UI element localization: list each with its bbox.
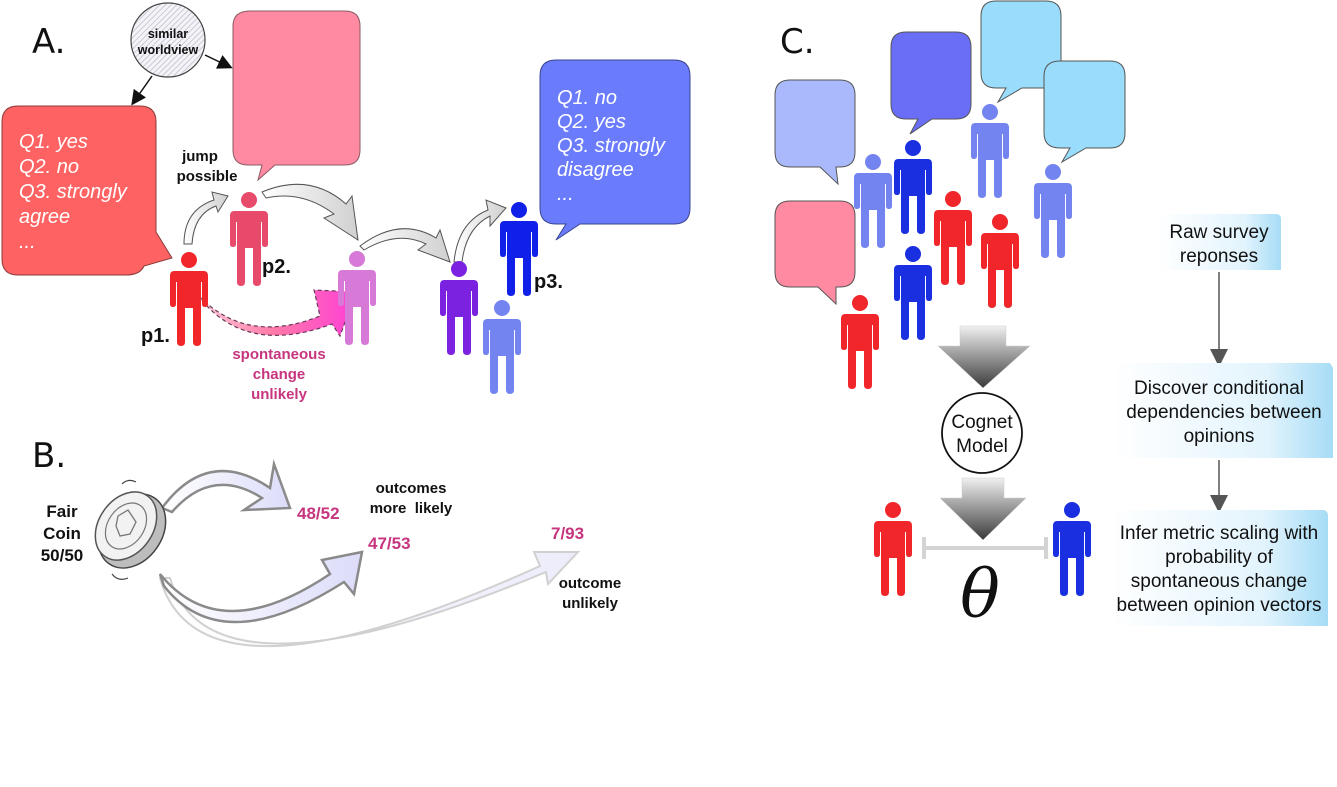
theta-symbol: θ: [960, 556, 1000, 633]
crowd-person-1: [854, 154, 892, 248]
step3-line-4: between opinion vectors: [1117, 595, 1322, 616]
speech-bubble-p3: Q1. no Q2. yes Q3. strongly disagree ...: [539, 59, 691, 241]
coin-line-2: Coin: [43, 524, 81, 543]
bubble-p1-line-5: ...: [19, 231, 36, 253]
person-p1: [170, 252, 208, 346]
model-line-2: Model: [956, 436, 1008, 457]
coin-icon: [94, 479, 167, 580]
crowd-person-3: [934, 191, 972, 285]
spontaneous-arrow: [189, 285, 357, 338]
jump-arrow-mid-violet: [359, 228, 451, 263]
jump-line-2: possible: [177, 168, 238, 185]
bubble-p3-line-2: Q2. yes: [557, 111, 626, 133]
value-47-53: 47/53: [368, 534, 411, 553]
similar-worldview-node: similar worldview: [130, 2, 206, 78]
person-middle: [338, 251, 376, 345]
jump-line-1: jump: [181, 148, 218, 165]
step-discover-dependencies: Discover conditional dependencies betwee…: [1112, 363, 1333, 458]
worldview-line-1: similar: [148, 27, 188, 41]
bubble-p1-line-4: agree: [19, 206, 70, 228]
worldview-arrow-left: [131, 75, 153, 106]
step2-line-2: dependencies between: [1126, 402, 1321, 423]
step3-line-2: probability of: [1165, 547, 1273, 568]
person-p3: [500, 202, 538, 296]
spontaneous-line-3: unlikely: [251, 386, 308, 403]
crowd-person-5: [981, 214, 1019, 308]
jump-arrow-violet-p3: [453, 199, 507, 263]
likely-line-1: outcomes: [376, 480, 447, 497]
bubble-c-pink: [774, 200, 856, 306]
distance-bar: [922, 537, 1048, 559]
likely-line-2: more likely: [370, 500, 453, 517]
bubble-p1-line-3: Q3. strongly: [19, 181, 128, 203]
step1-line-2: reponses: [1180, 246, 1258, 267]
crowd-person-2: [894, 140, 932, 234]
coin-arrow-unlikely: [158, 551, 581, 647]
step2-line-1: Discover conditional: [1134, 378, 1304, 399]
theta-person-red: [874, 502, 912, 596]
step2-line-3: opinions: [1184, 426, 1255, 447]
step1-line-1: Raw survey: [1169, 222, 1269, 243]
bubble-p3-line-5: ...: [557, 183, 574, 205]
jump-arrow-p1-p2: [183, 191, 229, 245]
person-lightblue: [483, 300, 521, 394]
bubble-c-indigo: [890, 31, 972, 135]
value-7-93: 7/93: [551, 524, 584, 543]
bubble-p1-line-2: Q2. no: [19, 156, 79, 178]
person-violet: [440, 261, 478, 355]
cognet-model-node: [941, 392, 1023, 474]
bubble-p3-line-4: disagree: [557, 159, 634, 181]
down-arrow-to-model: [937, 325, 1031, 389]
panel-b-label: B.: [32, 436, 66, 476]
coin-line-3: 50/50: [41, 546, 84, 565]
step-infer-metric: Infer metric scaling with probability of…: [1110, 510, 1328, 626]
panel-c-label: C.: [780, 22, 815, 62]
label-p1: p1.: [141, 325, 170, 347]
spontaneous-line-1: spontaneous: [232, 346, 325, 363]
crowd-person-8: [841, 295, 879, 389]
value-48-52: 48/52: [297, 504, 340, 523]
down-arrow-from-model: [939, 477, 1027, 541]
theta-person-blue: [1053, 502, 1091, 596]
coin-line-1: Fair: [46, 502, 78, 521]
worldview-line-2: worldview: [137, 43, 199, 57]
bubble-c-lightblue: [774, 79, 856, 186]
crowd-person-6: [1034, 164, 1072, 258]
step-raw-survey: Raw survey reponses: [1158, 214, 1281, 270]
crowd-person-7: [894, 246, 932, 340]
step3-line-1: Infer metric scaling with: [1120, 523, 1319, 544]
step3-line-3: spontaneous change: [1131, 571, 1307, 592]
speech-bubble-p2: [232, 10, 361, 182]
bubble-c-sky-2: [1043, 60, 1126, 164]
coin-arrow-upper: [160, 459, 292, 514]
crowd-person-4: [971, 104, 1009, 198]
label-p2: p2.: [262, 256, 291, 278]
panel-a-label: A.: [32, 22, 65, 62]
unlikely-line-1: outcome: [559, 575, 622, 592]
bubble-p3-line-3: Q3. strongly: [557, 135, 666, 157]
bubble-p1-line-1: Q1. yes: [19, 131, 88, 153]
speech-bubble-p1: Q1. yes Q2. no Q3. strongly agree ...: [1, 105, 173, 276]
bubble-p3-line-1: Q1. no: [557, 87, 617, 109]
coin-arrow-lower: [158, 550, 364, 624]
model-line-1: Cognet: [951, 412, 1013, 433]
worldview-arrow-right: [204, 54, 233, 69]
unlikely-line-2: unlikely: [562, 595, 619, 612]
spontaneous-line-2: change: [253, 366, 306, 383]
jump-arrow-p2-mid: [261, 183, 359, 242]
bubble-c-sky-1: [980, 0, 1062, 104]
label-p3: p3.: [534, 271, 563, 293]
